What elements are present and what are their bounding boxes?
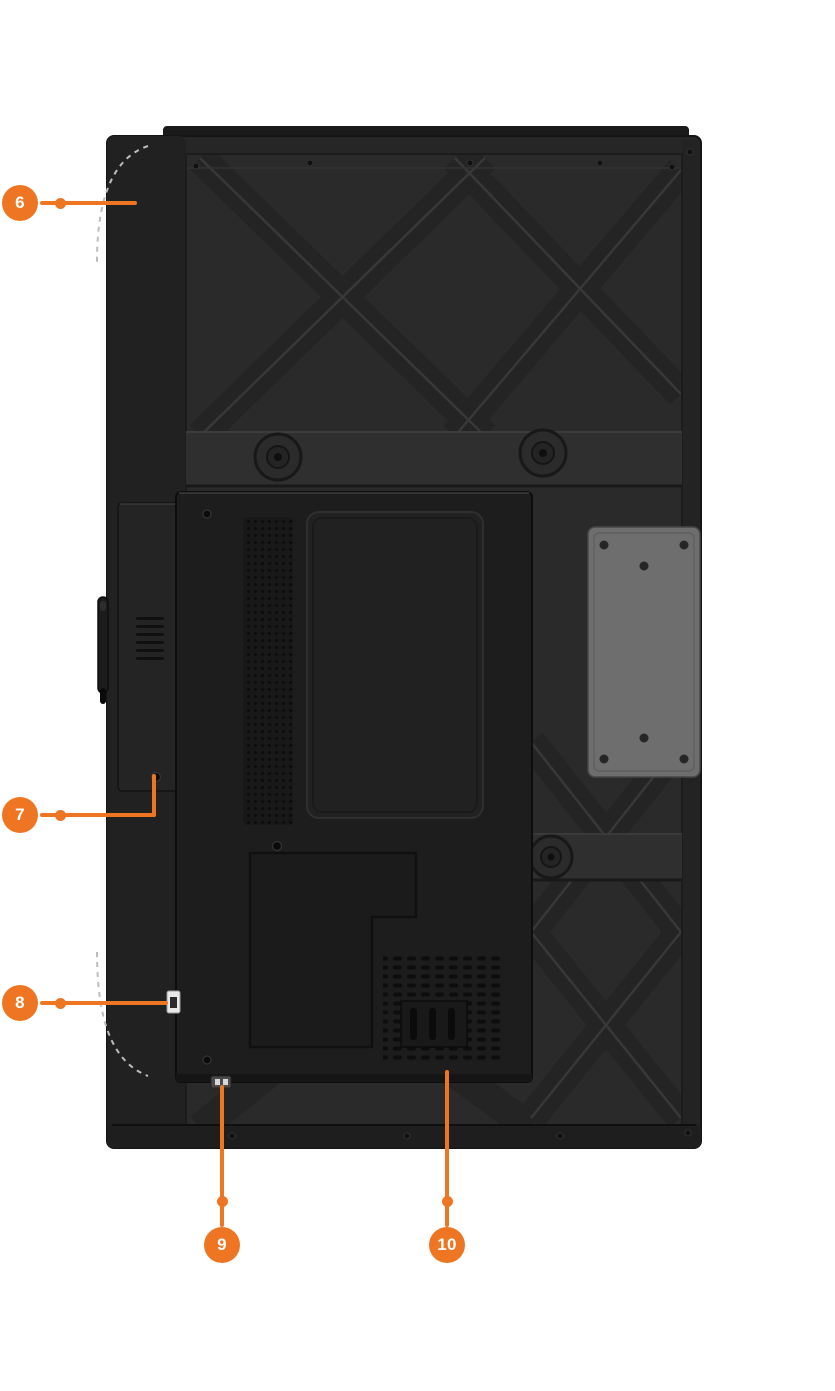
vent-strip [243,517,293,825]
rotation-arc-bottom [96,951,149,1077]
callout-10-dot [442,1196,453,1207]
bottom-connector [210,1075,232,1089]
bottom-vent-grid [383,956,503,1062]
callout-7-leader-riser [152,774,156,817]
module-panel [306,511,484,819]
callout-6-leader-line [40,201,137,205]
speaker-module [117,502,179,792]
usb-port [166,990,181,1014]
callout-6-badge: 6 [2,185,38,221]
module-screws [202,509,283,1065]
rotation-arc-top [96,145,149,263]
stylus [97,596,109,704]
callout-9-leader-line [220,1085,224,1227]
handle-boss-right [518,428,568,478]
callout-7-label: 7 [15,805,25,824]
cable-channel [248,851,418,1049]
handle-boss-left [253,432,303,482]
callout-7-badge: 7 [2,797,38,833]
frame-screws [192,148,694,1140]
callout-9-badge: 9 [204,1227,240,1263]
callout-8-leader-line [40,1001,168,1005]
callout-10-leader-line [445,1070,449,1227]
callout-10-badge: 10 [429,1227,465,1263]
callout-8-dot [55,998,66,1009]
callout-9-label: 9 [217,1235,227,1254]
vesa-plate [587,526,701,778]
callout-6-dot [55,198,66,209]
callout-8-label: 8 [15,993,25,1012]
callout-7-leader-line [40,813,156,817]
callout-9-dot [217,1196,228,1207]
callout-10-label: 10 [437,1235,457,1254]
center-module [166,491,533,1089]
callout-7-dot [55,810,66,821]
lower-rail [528,833,682,882]
callout-6-label: 6 [15,193,25,212]
callout-8-badge: 8 [2,985,38,1021]
